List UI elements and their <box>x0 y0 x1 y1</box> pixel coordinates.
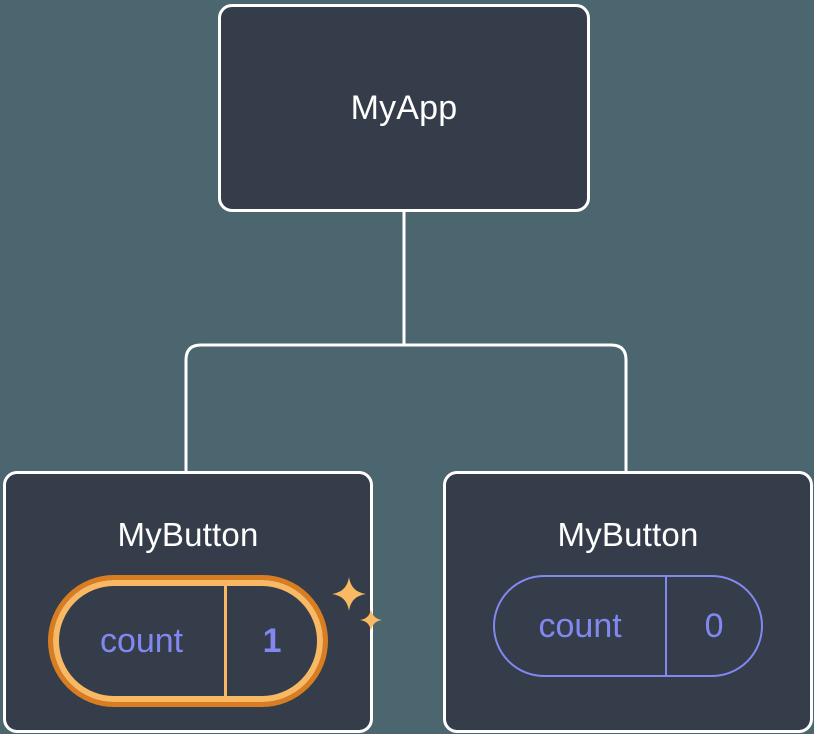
node-child-1-title: MyButton <box>117 516 259 553</box>
state-pill-2-wrapper: count 0 <box>493 575 763 677</box>
node-child-mybutton-1[interactable]: MyButton count 1 <box>3 471 382 733</box>
state-pill-2-key: count <box>538 607 622 645</box>
state-pill-2-value: 0 <box>665 577 761 675</box>
state-pill-1-wrapper: count 1 <box>48 575 382 707</box>
state-pill-1[interactable]: count 1 <box>53 580 323 702</box>
state-pill-1-value: 1 <box>224 586 317 696</box>
node-root-myapp[interactable]: MyApp <box>218 4 590 212</box>
state-pill-2[interactable]: count 0 <box>493 575 763 677</box>
sparkle-icon <box>332 577 366 611</box>
node-child-2-title: MyButton <box>557 516 699 553</box>
state-pill-1-highlight-ring[interactable]: count 1 <box>48 575 328 707</box>
connector-branch-bar <box>184 343 628 471</box>
node-child-mybutton-2[interactable]: MyButton count 0 <box>443 471 813 733</box>
sparkle-small-icon <box>360 609 382 631</box>
node-root-title: MyApp <box>350 89 458 127</box>
state-pill-1-key: count <box>99 622 184 660</box>
